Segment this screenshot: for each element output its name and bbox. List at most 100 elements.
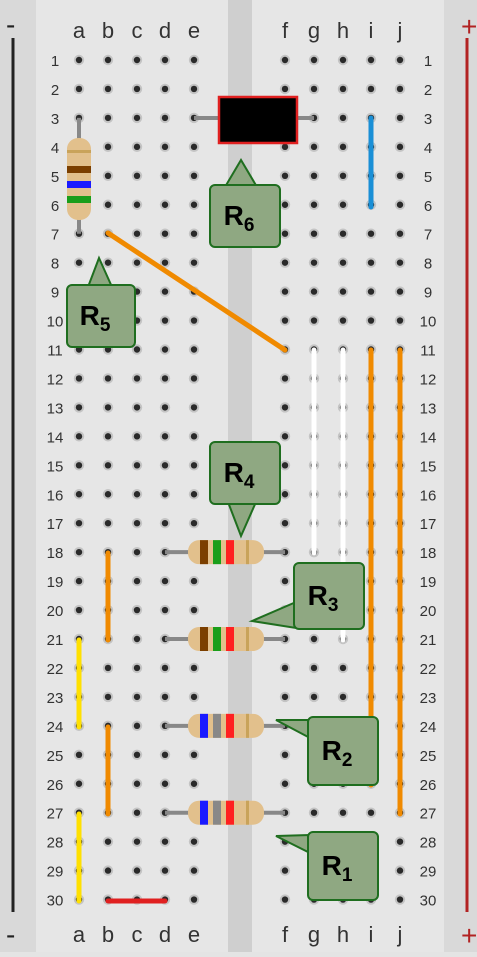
resistor-band (67, 196, 91, 203)
hole (161, 780, 169, 787)
row-label: 4 (424, 140, 432, 157)
column-footer: e (188, 922, 200, 947)
row-label: 2 (424, 82, 432, 99)
row-label: 25 (47, 748, 64, 765)
hole (190, 896, 198, 903)
resistor-band (213, 627, 221, 651)
hole (396, 85, 404, 93)
row-label: 21 (47, 632, 64, 649)
resistor-tolerance-band (246, 800, 249, 825)
label-subscript: 5 (100, 315, 111, 336)
hole (190, 317, 198, 324)
hole (190, 143, 198, 151)
hole (396, 259, 404, 266)
hole (367, 230, 375, 237)
row-label: 19 (47, 574, 64, 591)
hole (161, 693, 169, 701)
hole (281, 288, 289, 295)
row-label: 12 (420, 371, 437, 388)
hole (281, 896, 289, 903)
hole (367, 317, 375, 324)
row-label: 15 (420, 458, 437, 475)
hole (339, 230, 347, 237)
column-footer: h (337, 922, 349, 947)
row-label: 9 (51, 285, 59, 302)
hole (396, 896, 404, 903)
hole (281, 491, 289, 498)
hole (396, 230, 404, 237)
hole (75, 375, 83, 382)
hole (133, 375, 141, 382)
row-label: 4 (51, 140, 59, 157)
label-main: R (80, 300, 100, 331)
hole (104, 693, 112, 701)
hole (161, 56, 169, 64)
hole (161, 317, 169, 324)
hole (161, 230, 169, 237)
hole (396, 317, 404, 324)
label-main: R (224, 457, 244, 488)
hole (310, 172, 318, 179)
hole (75, 780, 83, 787)
row-label: 14 (420, 429, 437, 446)
row-label: 30 (47, 893, 64, 910)
row-label: 19 (420, 574, 437, 591)
hole (281, 433, 289, 440)
column-header: b (102, 18, 114, 43)
hole (161, 85, 169, 93)
hole (104, 201, 112, 208)
hole (281, 85, 289, 93)
rail-sign-top-right: + (461, 11, 477, 42)
hole (310, 635, 318, 643)
hole (367, 56, 375, 64)
row-label: 8 (424, 256, 432, 273)
row-label: 20 (47, 603, 64, 620)
hole (310, 288, 318, 295)
hole (104, 404, 112, 411)
resistor-band (67, 166, 91, 173)
column-footer: b (102, 922, 114, 947)
hole (133, 404, 141, 411)
hole (281, 404, 289, 411)
label-main: R (224, 200, 244, 231)
hole (339, 143, 347, 151)
row-label: 22 (47, 661, 64, 678)
hole (367, 288, 375, 295)
row-label: 1 (424, 53, 432, 70)
label-text: R5 (80, 300, 111, 336)
hole (281, 317, 289, 324)
label-text: R4 (224, 457, 255, 493)
hole (133, 751, 141, 758)
hole (133, 491, 141, 498)
hole (339, 114, 347, 122)
row-label: 12 (47, 371, 64, 388)
label-text: R6 (224, 200, 255, 236)
row-label: 10 (47, 314, 64, 331)
hole (281, 259, 289, 266)
label-box (293, 562, 365, 630)
resistor-band (213, 713, 221, 738)
row-label: 22 (420, 661, 437, 678)
column-header: e (188, 18, 200, 43)
hole (396, 288, 404, 295)
label-box (307, 831, 379, 901)
hole (133, 867, 141, 874)
row-label: 16 (47, 487, 64, 504)
row-label: 28 (47, 835, 64, 852)
hole (190, 693, 198, 701)
row-label: 18 (420, 545, 437, 562)
hole (104, 433, 112, 440)
row-labels-left: 1234567891011121314151617181920212223242… (47, 53, 64, 910)
row-label: 11 (420, 343, 436, 360)
hole (75, 520, 83, 527)
column-header: f (282, 18, 289, 43)
rail-sign-bottom-right: + (461, 920, 477, 951)
hole (281, 462, 289, 469)
hole (161, 375, 169, 382)
label-r2: R2 (275, 716, 379, 786)
label-r6: R6 (209, 158, 281, 248)
row-label: 21 (420, 632, 437, 649)
row-label: 30 (420, 893, 437, 910)
resistor-tolerance-band (246, 627, 249, 651)
